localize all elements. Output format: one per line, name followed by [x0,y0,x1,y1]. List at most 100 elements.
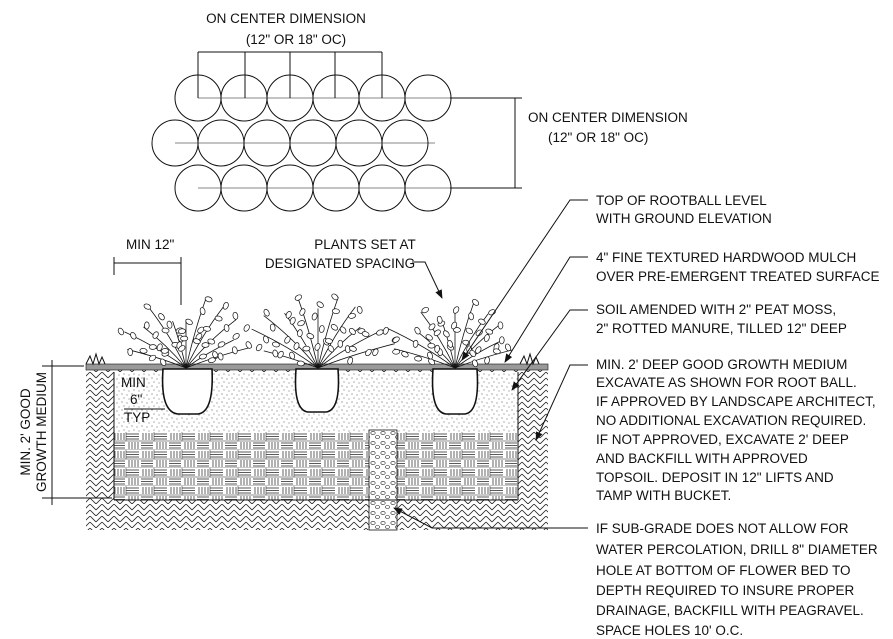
shrub-leaf [469,349,476,357]
rootball-gap-line2: 6" [130,392,143,407]
topsoil-fill-right [397,432,518,500]
shrub-leaf [139,348,148,354]
shrub-leaf [497,321,504,330]
shrub-leaf [232,333,240,340]
shrub-leaf [442,330,450,338]
callout-leader [504,256,588,363]
shrub [117,296,252,369]
plants-label-line1: PLANTS SET AT [314,237,416,252]
callout-leader [535,364,588,441]
callout-growth-medium: MIN. 2' DEEP GOOD GROWTH MEDIUM EXCAVATE… [535,357,876,503]
shrub-leaf [472,359,478,368]
shrub-leaf [297,329,303,338]
callout-text: 4" FINE TEXTURED HARDWOOD MULCH [596,250,856,265]
shrub-leaf [127,348,133,356]
shrub-leaf [324,338,333,344]
shrub-leaf [412,339,419,348]
shrub-branch [143,326,187,369]
shrub-leaf [161,327,170,334]
shrub-leaf [434,344,440,353]
callout-text: IF APPROVED BY LANDSCAPE ARCHITECT, [596,394,876,409]
shrub-leaf [217,352,224,361]
root-ball [161,368,214,415]
callout-leader [461,199,588,361]
shrub-leaf [160,358,167,367]
callout-text: DEPTH REQUIRED TO INSURE PROPER [596,583,855,598]
shrub-leaf [392,336,400,343]
shrub-leaf [314,343,321,351]
peagravel-drain-hole [368,429,398,531]
shrub-leaf [427,351,433,360]
shrub-leaf [428,358,436,366]
shrub-leaf [192,338,201,345]
shrub-branch [317,343,395,369]
root-ball [294,368,340,413]
shrub-leaf [294,294,303,301]
callout-text: IF NOT APPROVED, EXCAVATE 2' DEEP [596,432,849,447]
shrub-leaf [296,360,305,367]
shrub-leaf [414,355,423,362]
shrub-leaf [289,316,296,325]
shrub-leaf [428,323,436,331]
shrub-leaf [148,344,157,350]
shrub-leaf [331,293,339,301]
shrub-leaf [347,356,354,365]
shrub-leaf [284,336,291,344]
shrub-leaf [348,327,356,335]
shrub-leaf [337,339,344,348]
shrub-leaf [204,296,213,303]
shrub-leaf [331,308,340,314]
shrub-leaf [447,340,454,348]
shrub-branch [185,339,234,369]
rootball-gap-line3: TYP [124,410,150,425]
callout-leader [511,309,588,391]
callout-text: HOLE AT BOTTOM OF FLOWER BED TO [596,563,851,578]
shrub-leaf [178,345,186,352]
shrub-leaf [392,349,401,355]
shrub-leaf [492,348,501,355]
callout-text: TOPSOIL. DEPOSIT IN 12" LIFTS AND [596,470,834,485]
shrub-leaf [293,342,300,350]
top-dimension-line1: ON CENTER DIMENSION [206,11,366,26]
callout-text: IF SUB-GRADE DOES NOT ALLOW FOR [596,521,849,536]
callout-text: WITH GROUND ELEVATION [596,211,772,226]
shrub-branch [185,306,224,369]
shrub-branch [454,323,501,369]
shrub-leaf [299,308,306,316]
shrub-branch [263,315,319,369]
shrub-leaf [472,299,480,306]
shrub-branch [420,311,456,369]
shrub-leaf [316,301,324,308]
depth-label-line2: GROWTH MEDIUM [34,372,49,492]
grass-tuft [519,352,540,366]
shrub-leaf [348,313,356,319]
shrub-leaf [144,321,150,330]
shrub-leaf [166,320,173,329]
callout-text: TAMP WITH BUCKET. [596,488,731,503]
shrub-leaf [263,335,269,344]
callout-soil-amended: SOIL AMENDED WITH 2" PEAT MOSS, 2" ROTTE… [511,302,847,391]
shrub-leaf [148,354,157,362]
shrub-leaf [255,343,263,352]
root-ball [431,368,479,415]
shrub-leaf [306,333,315,339]
shrub-leaf [117,327,124,336]
grass-tuft [85,352,106,366]
shrub-leaf [505,343,511,352]
shrub-leaf [475,346,482,354]
shrub-leaf [199,353,207,360]
shrub-leaf [372,348,379,356]
shrub-leaf [160,348,169,354]
shrub-leaf [433,329,441,337]
shrub-leaf [158,313,165,321]
shrub-leaf [243,324,250,332]
callout-text: MIN. 2' DEEP GOOD GROWTH MEDIUM [596,357,847,372]
shrub-leaf [272,341,280,348]
shrub-leaf [382,326,389,335]
callout-text: NO ADDITIONAL EXCAVATION REQUIRED. [596,413,866,428]
shrub-branch [317,306,356,369]
shrub-leaf [425,334,433,341]
shrub-leaf [212,351,219,359]
shrub-leaf [339,326,347,334]
